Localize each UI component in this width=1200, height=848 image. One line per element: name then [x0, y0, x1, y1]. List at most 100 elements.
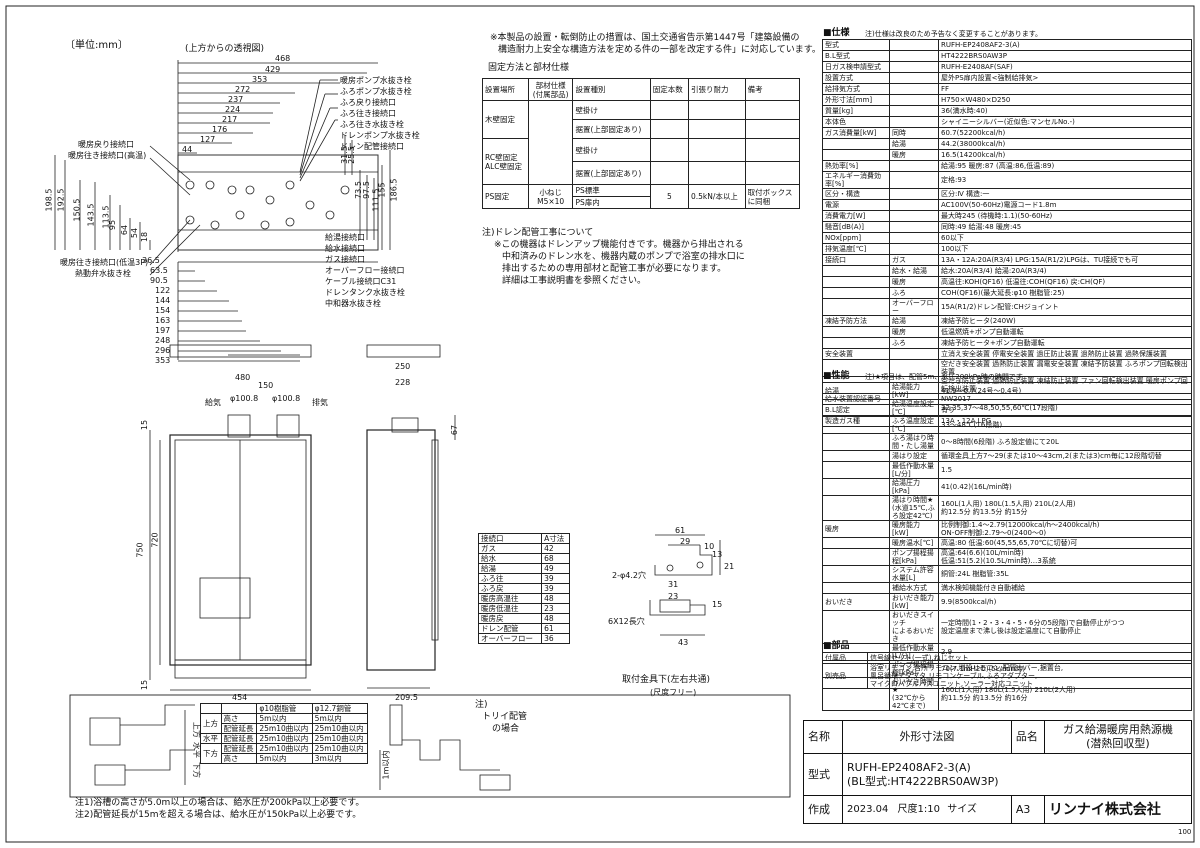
- table-row: 空だき安全装置 過熱防止装置 漏電安全装置 凍結予防装置 ふろポンプ回転検出装置: [822, 359, 1192, 377]
- page-number: 100: [1178, 828, 1192, 836]
- th: 設置種別: [572, 78, 651, 101]
- cell: 42: [541, 543, 570, 554]
- table-row: 湯はり時間★ (水道15℃,ふろ設定42℃)160L(1人用) 180L(1.5…: [822, 495, 1192, 521]
- cell: 木壁固定: [482, 100, 529, 139]
- table-cell: 0〜8時間(6段階) ふろ設定値にて20L: [938, 433, 1192, 451]
- bracket-dim: 15: [712, 600, 723, 609]
- dim-bottom: 144: [155, 296, 171, 305]
- drain-note: 注)ドレン配管工事について: [482, 228, 594, 238]
- dim-bottom: 90.5: [150, 276, 168, 285]
- dim-width: 44: [182, 145, 193, 154]
- table-cell: AC100V(50-60Hz)電源コード1.8m: [938, 199, 1192, 211]
- table-cell: [822, 478, 890, 496]
- dim-width: 176: [212, 125, 228, 134]
- perf-subtitle: 注)★項目は、配管5m、水圧200kPa時の時間です: [865, 373, 1023, 381]
- dim-front-height: 720: [150, 532, 160, 548]
- table-row: 別売品浴室リモコン,台所リモコン,増設リモコン,配管カバー,据置台, 風呂循環ア…: [822, 663, 1192, 689]
- dim-bottom: 154: [155, 306, 171, 315]
- label-thermo-valve: 熱動弁水抜き栓: [75, 269, 131, 278]
- cell: オーバーフロー: [477, 633, 543, 644]
- cell: 48: [541, 593, 570, 604]
- cell: PS固定: [482, 184, 529, 209]
- table-cell: ガス消費量[kW]: [822, 127, 890, 139]
- label-port: ガス接続口: [325, 255, 365, 264]
- cell: 下方: [200, 743, 222, 764]
- side-label: 水平: [192, 742, 201, 758]
- bracket-hole: 6X12長穴: [608, 617, 645, 626]
- table-row: おいだきおいだき能力[kW]9.9(8500kcal/h): [822, 593, 1192, 611]
- table-cell: 給排気方式: [822, 83, 890, 95]
- dim-height: 95: [108, 219, 118, 231]
- cell: 36: [541, 633, 570, 644]
- dim-height: 155: [377, 182, 387, 198]
- table-cell: 1.5: [938, 461, 1192, 479]
- label-heating-supply-high: 暖房往き接続口(高温): [68, 151, 147, 160]
- table-cell: ふろ湯はり時間・たし湯量: [889, 433, 939, 451]
- table-cell: [889, 243, 939, 255]
- label-port: ふろ往き水抜き栓: [340, 120, 404, 129]
- drain-note: 中和済みのドレン水を、機器内蔵のポンプで浴室の排水口に: [502, 252, 745, 262]
- unit-label: 〔単位:mm〕: [65, 40, 128, 51]
- dim-height: 97.5: [361, 181, 371, 199]
- cell: 25m10曲以内: [311, 723, 369, 734]
- table-row: 質量[kg]36(満水時:40): [822, 105, 1192, 117]
- table-cell: RUFH-EP2408AF2-3(A): [938, 39, 1192, 51]
- cell: 暖房高温往: [477, 593, 543, 604]
- note-line: 構造耐力上安全な構造方法を定める件の一部を改定する件」に対応しています。: [498, 45, 821, 55]
- table-cell: おいだき: [822, 593, 890, 611]
- dim-height: 150.5: [72, 198, 82, 222]
- table-row: 湯はり設定循環金具上方7〜29(または10〜43cm,2(または3)cm毎に12…: [822, 450, 1192, 462]
- table-cell: [889, 105, 939, 117]
- table-cell: 暖房能力[kW]: [889, 520, 939, 538]
- table-row: 最低作動水量[L/分]1.5: [822, 461, 1192, 479]
- table-cell: [889, 39, 939, 51]
- table-cell: [822, 298, 890, 316]
- table-cell: 暖房温水[℃]: [889, 537, 939, 549]
- table-cell: シャイニーシルバー(近似色:マンセルNo.-): [938, 116, 1192, 128]
- bracket-hole: 2-φ4.2穴: [612, 571, 646, 580]
- table-cell: 湯はり設定: [889, 450, 939, 462]
- label-heating-supply-low: 暖房往き接続口(低温3P): [60, 258, 149, 267]
- table-cell: NOx[ppm]: [822, 232, 890, 244]
- table-row: ふろ凍結予防ヒータ+ポンプ自動運転: [822, 337, 1192, 349]
- table-cell: 給湯温度設定[℃]: [889, 399, 939, 417]
- table-cell: FF: [938, 83, 1192, 95]
- cell: 5m以内: [256, 753, 313, 764]
- tb-size-value: A3: [1010, 795, 1045, 824]
- dim-width: 468: [275, 54, 291, 63]
- table-cell: 給湯圧力[kPa]: [889, 478, 939, 496]
- table-cell: 空だき安全装置 過熱防止装置 漏電安全装置 凍結予防装置 ふろポンプ回転検出装置: [938, 359, 1192, 377]
- table-cell: 暖房: [889, 326, 939, 338]
- th: 部材仕様 (付属部品): [527, 78, 574, 101]
- table-cell: おいだきスイッチ によるおいだき: [889, 610, 939, 644]
- table-cell: 凍結予防方法: [822, 315, 890, 327]
- table-cell: 接続口: [822, 254, 890, 266]
- table-cell: 暖房: [822, 520, 890, 538]
- table-cell: 15A(R1/2)ドレン配管:CHジョイント: [938, 298, 1192, 316]
- table-cell: 32,35,37〜48,50,55,60℃(17段階): [938, 399, 1192, 417]
- table-cell: [822, 537, 890, 549]
- dim-pipe-dia: φ100.8: [230, 394, 259, 403]
- table-cell: 36(満水時:40): [938, 105, 1192, 117]
- th: φ12.7銅管: [311, 703, 369, 714]
- cell: 25m10曲以内: [311, 733, 369, 744]
- cell: 暖房低温往: [477, 603, 543, 614]
- label-port: 暖房ポンプ水抜き栓: [340, 76, 412, 85]
- drain-note: 詳細は工事説明書を参照ください。: [502, 276, 647, 286]
- label-port: ドレンタンク水抜き栓: [325, 288, 405, 297]
- cell: 取付ボックス に同梱: [744, 184, 801, 209]
- table-row: 消費電力[W]最大時245 (待機時:1.1)(50-60Hz): [822, 210, 1192, 222]
- dim-height: 186.5: [389, 178, 399, 202]
- label-port: ふろ戻り接続口: [340, 98, 396, 107]
- table-cell: 9.9(8500kcal/h): [938, 593, 1192, 611]
- dim-side-bottom: 209.5: [395, 693, 418, 702]
- table-cell: HT4222BRS0AW3P: [938, 50, 1192, 62]
- table-row: 暖房高温往:KOH(QF16) 低温往:COH(QF16) 戻:CH(QF): [822, 276, 1192, 288]
- bracket-dim: 31: [668, 580, 679, 589]
- table-row: NOx[ppm]60以下: [822, 232, 1192, 244]
- title-block: 名称 外形寸法図 品名 ガス給湯暖房用熱源機 (潜熱回収型) 型式 RUFH-E…: [803, 720, 1193, 824]
